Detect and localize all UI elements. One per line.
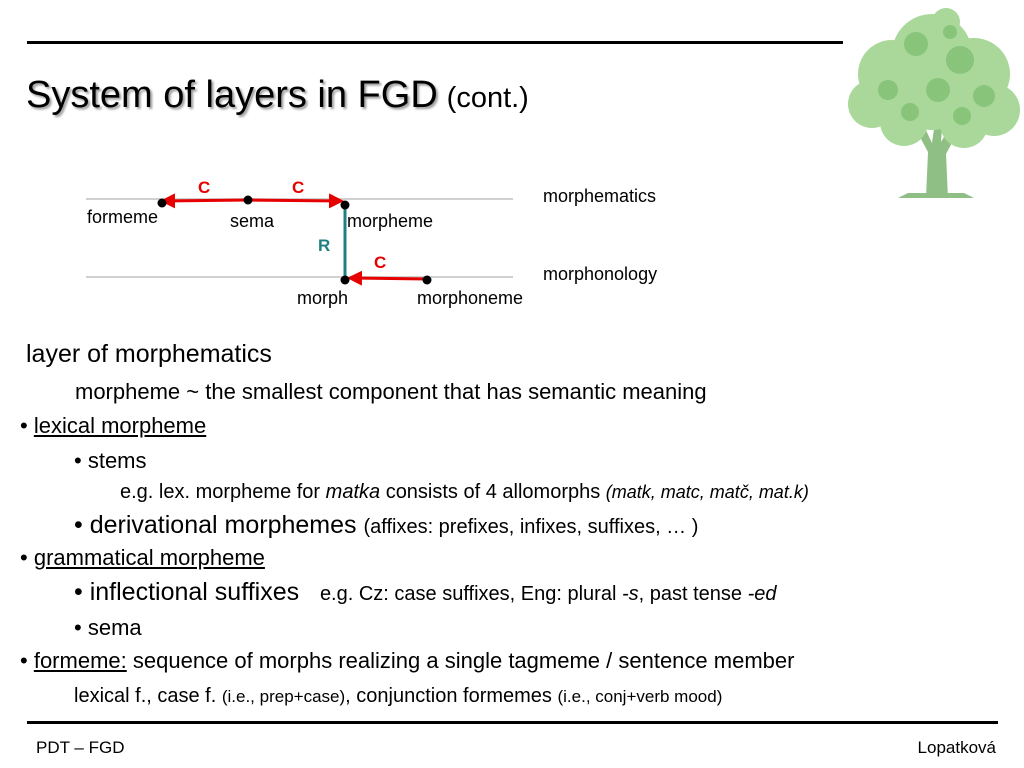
layer-diagram: C C R C formeme sema morpheme morph morp… (86, 178, 657, 308)
slide-title-sub: (cont.) (446, 82, 529, 114)
layer-label-morphematics: morphematics (543, 186, 656, 206)
node-sema-dot (243, 195, 253, 205)
grammatical-morpheme-label: grammatical morpheme (33, 545, 265, 570)
node-morph-label: morph (297, 288, 348, 308)
relation-r-label: R (318, 236, 330, 255)
slide-title: System of layers in FGD (cont.) (26, 76, 529, 114)
relation-c-label-2: C (292, 178, 304, 197)
bullet-derivational-morphemes: • derivational morphemes (affixes: prefi… (74, 511, 699, 539)
relation-c-sema-formeme (160, 193, 249, 209)
top-rule (27, 41, 843, 44)
layer-label-morphonology: morphonology (543, 264, 657, 284)
slide-title-main: System of layers in FGD (26, 74, 438, 116)
relation-c-morph-morphoneme (347, 270, 428, 286)
footer-left: PDT – FGD (36, 738, 125, 757)
node-morphoneme-label: morphoneme (417, 288, 523, 308)
stems-example: e.g. lex. morpheme for matka consists of… (120, 481, 809, 503)
node-morpheme-label: morpheme (347, 211, 433, 231)
node-formeme-dot (157, 198, 167, 208)
node-morph-dot (340, 275, 350, 285)
formeme-label: formeme: (33, 648, 127, 673)
formeme-types: lexical f., case f. (i.e., prep+case), c… (74, 685, 723, 707)
node-sema-label: sema (230, 211, 275, 231)
bottom-rule (27, 721, 998, 724)
node-morphoneme-dot (422, 275, 432, 285)
relation-c-label-3: C (374, 253, 386, 272)
node-formeme-label: formeme (87, 207, 158, 227)
relation-c-morpheme-sema (247, 193, 344, 209)
footer-right: Lopatková (917, 738, 996, 757)
bullet-sema: • sema (74, 615, 142, 640)
bullet-formeme: • formeme: sequence of morphs realizing … (20, 648, 795, 673)
relation-c-label-1: C (198, 178, 210, 197)
section-heading: layer of morphematics (26, 340, 272, 368)
node-morpheme-dot (340, 200, 350, 210)
tree-illustration (848, 8, 1020, 198)
morpheme-definition: morpheme ~ the smallest component that h… (75, 379, 707, 404)
bullet-lexical-morpheme: • lexical morpheme (20, 413, 207, 438)
bullet-inflectional-suffixes: • inflectional suffixes e.g. Cz: case su… (74, 578, 777, 606)
lexical-morpheme-label: lexical morpheme (33, 413, 207, 438)
bullet-stems: • stems (74, 448, 147, 473)
bullet-grammatical-morpheme: • grammatical morpheme (20, 545, 265, 570)
